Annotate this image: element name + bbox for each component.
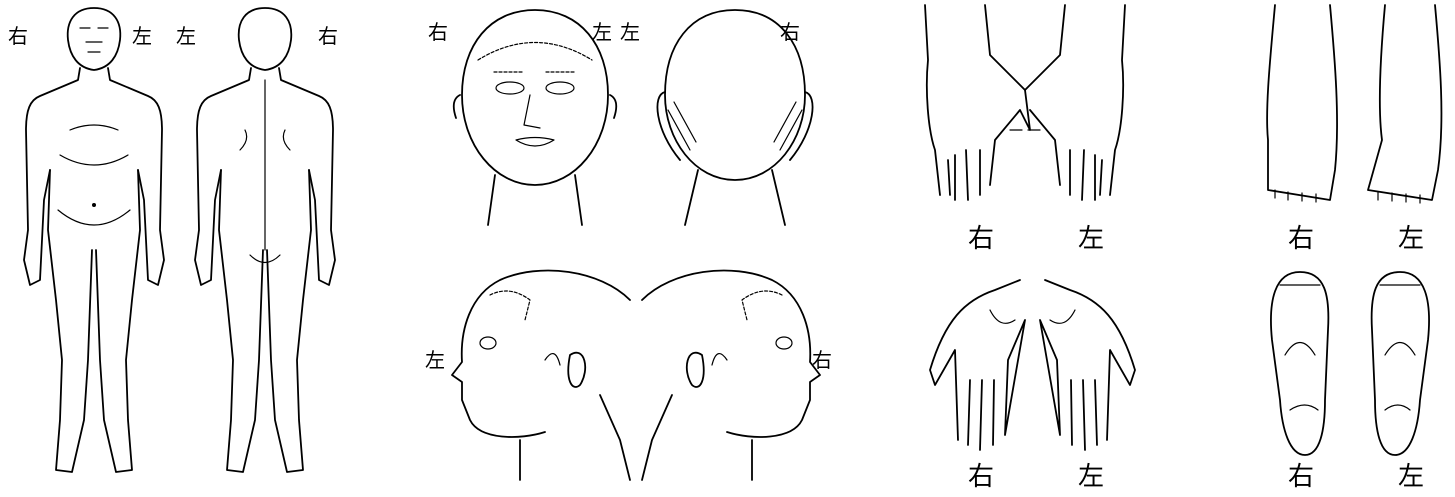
head-profile-right-figure <box>642 270 820 480</box>
body-front-figure <box>24 8 164 472</box>
label-right-head-front: 右 <box>428 22 448 42</box>
feet-top-figure <box>1267 5 1441 203</box>
label-right-head-back: 右 <box>780 22 800 42</box>
label-right-head-profile: 右 <box>812 350 832 370</box>
label-right-body-front: 右 <box>8 26 28 46</box>
label-left-head-back: 左 <box>620 22 640 42</box>
label-left-head-front: 左 <box>592 22 612 42</box>
head-profile-left-figure <box>452 270 630 480</box>
feet-sole-figure <box>1271 272 1429 455</box>
label-right-hand-back: 右 <box>968 226 994 252</box>
label-right-foot-sole: 右 <box>1288 464 1314 490</box>
label-left-head-profile: 左 <box>425 350 445 370</box>
label-left-hand-palm: 左 <box>1078 464 1104 490</box>
hands-back-figure <box>925 5 1125 200</box>
label-left-foot-sole: 左 <box>1398 464 1424 490</box>
label-left-body-back: 左 <box>176 26 196 46</box>
label-right-body-back: 右 <box>318 26 338 46</box>
body-back-figure <box>195 8 335 472</box>
label-left-hand-back: 左 <box>1078 226 1104 252</box>
label-right-hand-palm: 右 <box>968 464 994 490</box>
label-right-foot-top: 右 <box>1288 226 1314 252</box>
label-left-body-front: 左 <box>132 26 152 46</box>
hands-palm-figure <box>930 280 1135 450</box>
label-left-foot-top: 左 <box>1398 226 1424 252</box>
